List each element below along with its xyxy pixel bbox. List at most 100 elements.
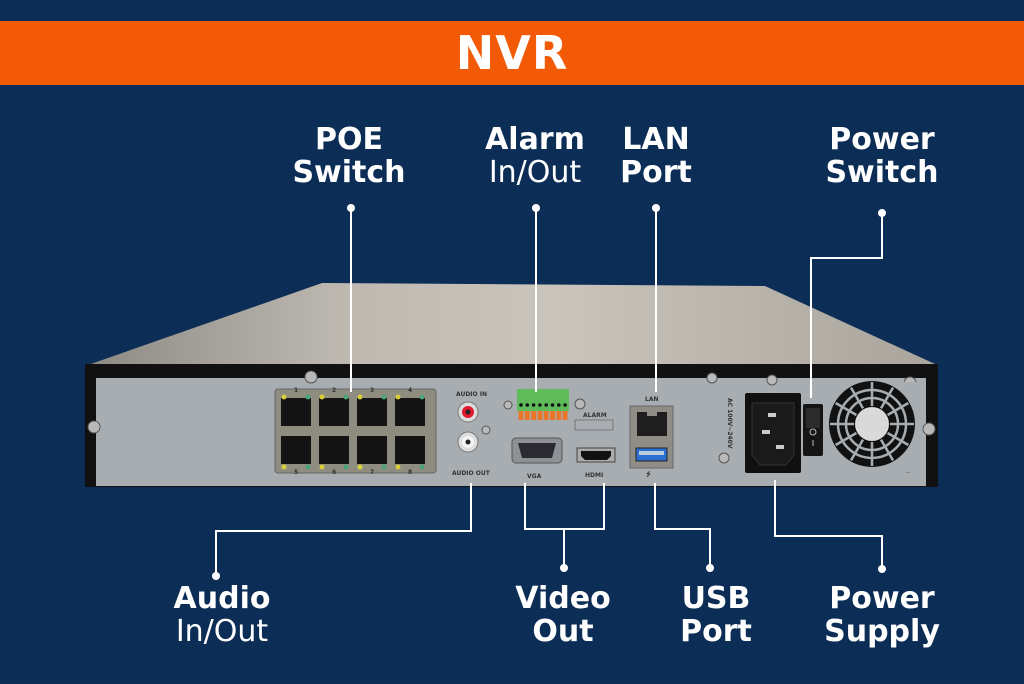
poe-led-green [343,394,349,400]
power-switch [803,404,823,456]
poe-led-green [305,394,311,400]
callout-label-usb-port: USB Port [680,581,752,649]
screw-icon [766,374,778,386]
callout-label-alarm: Alarm In/Out [485,122,585,190]
poe-port-number: 1 [294,387,298,394]
poe-port-number: 8 [408,469,412,476]
title-banner: NVR [0,21,1024,85]
poe-port-number: 2 [332,387,336,394]
poe-led-yellow [281,394,287,400]
poe-led-green [343,464,349,470]
power-supply-callout-line [774,480,883,569]
audio-callout-line [215,483,472,576]
screw-icon [718,452,730,464]
screw-icon [574,398,586,410]
hdmi-label: HDMI [585,472,603,479]
alarm-label: ALARM [583,412,607,419]
fan-grille-bar [886,401,909,417]
poe-led-green [419,394,425,400]
fan-grille-bar [835,431,858,447]
fan-grille [828,381,920,472]
callout-label-poe-switch: POE Switch [292,122,406,190]
poe-led-green [305,464,311,470]
alarm-terminal-block: ALARM [517,389,614,431]
screw-icon [922,422,936,436]
callout-dot [347,204,355,212]
poe-port [395,398,425,426]
alarm-pin [557,403,561,407]
alarm-pin-tab [518,411,524,420]
usb-symbol-icon: ⭍ [646,470,651,478]
poe-led-green [419,464,425,470]
power-switch-callout-line [810,213,883,398]
poe-port-number: 4 [408,387,412,394]
callout-label-video-out: Video Out [515,581,611,649]
alarm-pin [519,403,523,407]
vga-port: VGA [511,437,563,480]
callout-dot [706,564,714,572]
fan-grille-ring [844,396,900,452]
poe-port-number: 6 [332,469,336,476]
fan-grille-bar [849,387,865,410]
screw-icon [87,420,101,434]
poe-port [395,436,425,464]
poe-port-number: 3 [370,387,374,394]
poe-port [281,436,311,464]
poe-led-yellow [319,464,325,470]
callout-label-power-supply: Power Supply [824,581,940,649]
poe-port-number: 7 [370,469,374,476]
poe-port [319,398,349,426]
usb-port-callout-line [654,483,711,568]
lan-usb-ports: LAN ⭍ [629,396,674,478]
alarm-pin-tab [524,411,530,420]
poe-led-yellow [357,464,363,470]
alarm-pin-tab [531,411,537,420]
callout-dot [652,204,660,212]
fan-grille-bar [879,438,895,461]
poe-led-yellow [395,464,401,470]
callout-dot [878,209,886,217]
poe-port [281,398,311,426]
poe-led-yellow [395,394,401,400]
screw-icon [706,372,718,384]
fan-grille-bar [879,387,895,410]
alarm-pin [550,403,555,407]
device-top-lid [85,283,935,366]
audio-in-label: AUDIO IN [456,391,487,398]
callout-dot [212,572,220,580]
lan-label: LAN [645,396,659,403]
screw-icon [503,400,513,410]
alarm-pin-tab [562,411,568,420]
callout-dot [560,564,568,572]
alarm-pin [563,403,567,407]
audio-ports: AUDIO IN AUDIO OUT [452,391,491,477]
alarm-pin-tab [537,411,543,420]
fan-grille-bar [835,401,858,417]
page-title: NVR [455,26,569,80]
ac-voltage-label: AC 100V~240V [726,398,733,449]
video-out-callout-line [524,483,605,530]
alarm-pin [544,403,548,407]
callout-lines [215,208,883,576]
hdmi-port: HDMI [576,447,616,479]
power-supply-inlet [745,393,801,473]
callout-dot [878,565,886,573]
alarm-pin-tab [543,411,549,420]
alarm-pin-tab [556,411,562,420]
alarm-pin [538,403,542,407]
device-rear-panel [96,378,926,486]
screw-icons [87,370,936,473]
alarm-pin [531,403,536,407]
alarm-pin-tab [550,411,555,420]
fan-grille-bar [886,431,909,447]
callout-label-audio: Audio In/Out [173,581,271,649]
alarm-pin [525,403,530,407]
callout-label-lan-port: LAN Port [620,122,692,190]
poe-port [357,436,387,464]
audio-out-label: AUDIO OUT [452,470,491,477]
poe-led-green [381,464,387,470]
poe-port [319,436,349,464]
poe-led-yellow [281,464,287,470]
